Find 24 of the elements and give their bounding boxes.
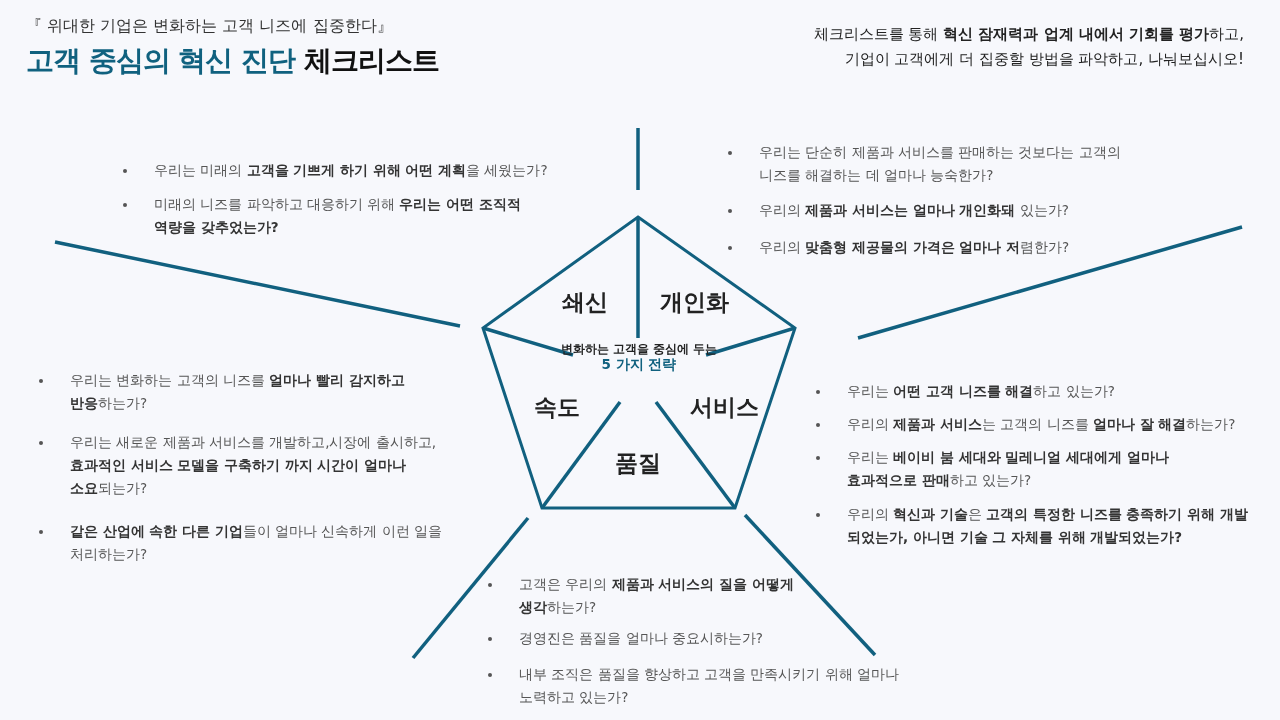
intro-text: 체크리스트를 통해 혁신 잠재력과 업계 내에서 기회를 평가하고, 기업이 고객에게 더 집중할 방법을 파악하고, 나눠보십시오! bbox=[812, 24, 1244, 70]
checklist-question: 경영진은 품질을 얼마나 중요시하는가? bbox=[519, 629, 765, 648]
checklist-question: 우리의 제품과 서비스는 고객의 니즈를 얼마나 잘 해결하는가? bbox=[847, 415, 1237, 434]
tagline: 『 위대한 기업은 변화하는 고객 니즈에 집중한다』 bbox=[26, 16, 393, 37]
strategy-label: 서비스 bbox=[689, 392, 759, 422]
checklist-question: 우리는 새로운 제품과 서비스를 개발하고,시장에 출시하고, 효과적인 서비스 모델을 구축하기 까지 시간이 얼마나 소요되는가? bbox=[70, 433, 438, 498]
checklist-question: 우리는 단순히 제품과 서비스를 판매하는 것보다는 고객의 니즈를 해결하는 데 얼마나 능숙한가? bbox=[759, 143, 1122, 185]
checklist-question: 우리의 혁신과 기술은 고객의 특정한 니즈를 충족하기 위해 개발 되었는가, 아니면 기술 그 자체를 위해 개발되었는가? bbox=[847, 505, 1249, 547]
strategy-label: 품질 bbox=[615, 448, 661, 478]
center-text: 변화하는 고객을 중심에 두는 5 가지 전략 bbox=[561, 342, 717, 372]
title: 고객 중심의 혁신 진단 체크리스트 bbox=[26, 43, 439, 79]
checklist-question: 내부 조직은 품질을 향상하고 고객을 만족시키기 위해 얼마나 노력하고 있는가? bbox=[519, 665, 901, 707]
checklist-question: 우리의 맞춤형 제공물의 가격은 얼마나 저렴한가? bbox=[759, 238, 1071, 257]
checklist-question: 미래의 니즈를 파악하고 대응하기 위해 우리는 어떤 조직적 역량을 갖추었는가? bbox=[154, 195, 522, 237]
checklist-question: 우리는 베이비 붐 세대와 밀레니얼 세대에게 얼마나 효과적으로 판매하고 있는가? bbox=[847, 448, 1170, 490]
checklist-question: 우리는 변화하는 고객의 니즈를 얼마나 빨리 감지하고 반응하는가? bbox=[70, 371, 406, 413]
strategy-label: 속도 bbox=[534, 392, 580, 422]
checklist-question: 우리의 제품과 서비스는 얼마나 개인화돼 있는가? bbox=[759, 201, 1070, 220]
strategy-label: 쇄신 bbox=[562, 287, 608, 317]
strategy-label: 개인화 bbox=[659, 287, 729, 317]
checklist-question: 우리는 어떤 고객 니즈를 해결하고 있는가? bbox=[847, 382, 1116, 401]
checklist-question: 우리는 미래의 고객을 기쁘게 하기 위해 어떤 계획을 세웠는가? bbox=[154, 161, 549, 180]
checklist-question: 같은 산업에 속한 다른 기업들이 얼마나 신속하게 이런 일을 처리하는가? bbox=[70, 522, 443, 564]
checklist-question: 고객은 우리의 제품과 서비스의 질을 어떻게 생각하는가? bbox=[519, 575, 795, 617]
